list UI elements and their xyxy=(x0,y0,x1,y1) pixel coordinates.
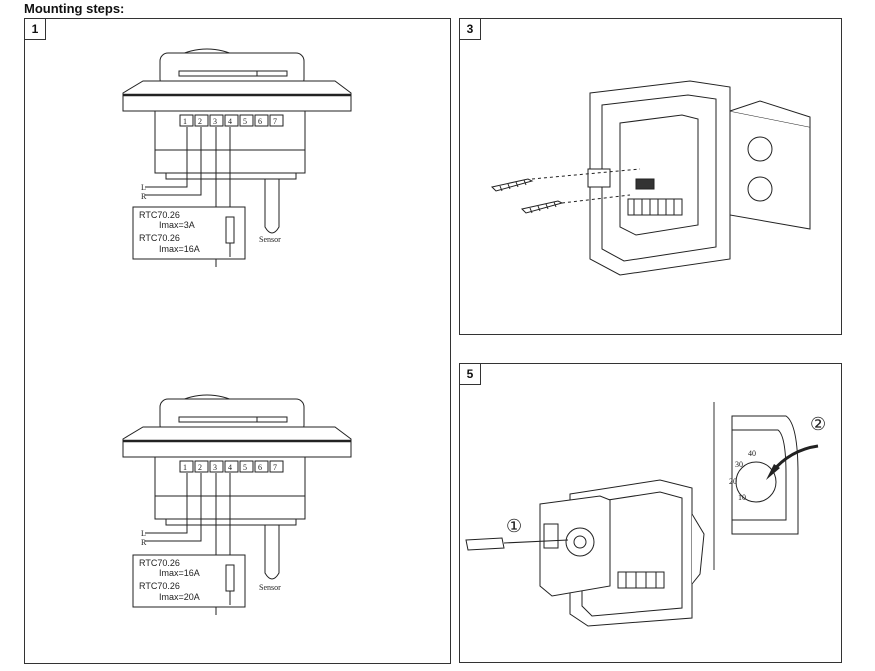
model-label: RTC70.26 xyxy=(139,581,180,591)
dial-label: 10 xyxy=(738,493,746,502)
screw-icon xyxy=(491,178,564,214)
terminal-label: 4 xyxy=(228,117,232,126)
terminal-block-top: 1 2 3 4 5 6 7 xyxy=(179,114,284,127)
terminal-label: 6 xyxy=(258,117,262,126)
terminal-label: 3 xyxy=(213,463,217,472)
screwdriver-icon xyxy=(465,537,569,551)
wiring-bottom xyxy=(132,473,246,615)
model-label: RTC70.26 xyxy=(139,558,180,568)
terminal-label: 6 xyxy=(258,463,262,472)
terminal-label: 5 xyxy=(243,463,247,472)
step-number: 3 xyxy=(459,18,481,40)
callout-1: ① xyxy=(506,516,522,536)
step-number: 1 xyxy=(24,18,46,40)
terminal-block-bottom: 1 2 3 4 5 6 7 xyxy=(179,460,284,473)
terminal-label: 5 xyxy=(243,117,247,126)
sensor-label: Sensor xyxy=(259,583,281,592)
dial-illustration: ① 40 30 20 10 ② xyxy=(465,402,826,627)
terminal-label: 1 xyxy=(183,117,187,126)
model-label: RTC70.26 xyxy=(139,210,180,220)
callout-2: ② xyxy=(810,414,826,434)
step-number: 5 xyxy=(459,363,481,385)
imax-label: Imax=16A xyxy=(159,244,200,254)
mounting-illustration xyxy=(491,80,811,276)
step-1-panel: 1 1 2 3 4 5 6 xyxy=(24,18,451,664)
thermostat-bottom-view xyxy=(122,394,352,580)
L-label: L xyxy=(141,529,146,538)
imax-label: Imax=3A xyxy=(159,220,195,230)
dial-label: 30 xyxy=(735,460,743,469)
step-5-panel: 5 ① 40 30 20 10 xyxy=(459,363,842,663)
imax-label: Imax=16A xyxy=(159,568,200,578)
terminal-label: 2 xyxy=(198,463,202,472)
step-3-panel: 3 xyxy=(459,18,842,335)
imax-label: Imax=20A xyxy=(159,592,200,602)
page-heading: Mounting steps: xyxy=(24,1,125,16)
thermostat-top-view xyxy=(122,48,352,234)
terminal-label: 7 xyxy=(273,117,277,126)
R-label: R xyxy=(141,538,147,547)
dial-label: 40 xyxy=(748,449,756,458)
R-label: R xyxy=(141,192,147,201)
terminal-label: 4 xyxy=(228,463,232,472)
terminal-label: 1 xyxy=(183,463,187,472)
dial-label: 20 xyxy=(729,477,737,486)
terminal-label: 7 xyxy=(273,463,277,472)
terminal-label: 3 xyxy=(213,117,217,126)
wiring-diagrams: 1 2 3 4 5 6 7 L R RTC70.26 Imax=3A RTC70… xyxy=(122,48,352,615)
L-label: L xyxy=(141,183,146,192)
terminal-label: 2 xyxy=(198,117,202,126)
model-label: RTC70.26 xyxy=(139,233,180,243)
wiring-top xyxy=(132,127,246,267)
sensor-label: Sensor xyxy=(259,235,281,244)
